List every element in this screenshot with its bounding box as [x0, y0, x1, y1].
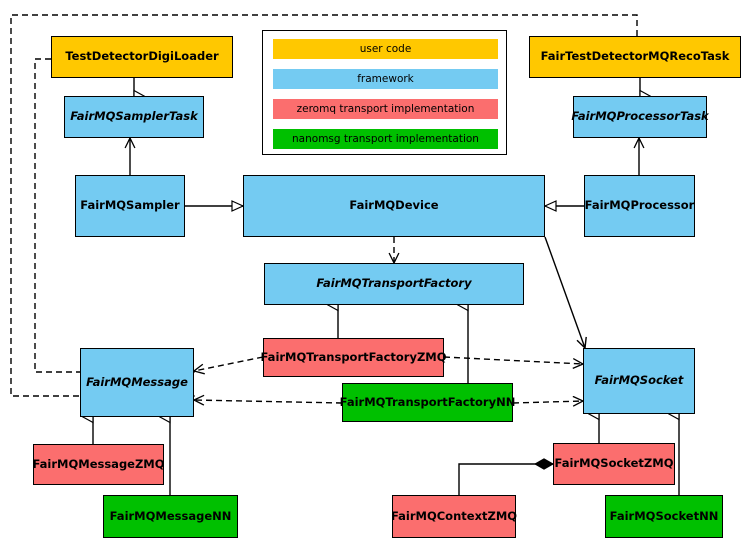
legend-swatch-user-code [273, 39, 498, 59]
class-label: FairMQTransportFactoryZMQ [260, 349, 447, 364]
legend: user code framework zeromq transport imp… [262, 30, 507, 155]
class-label: FairMQSampler [80, 198, 180, 213]
class-label: FairMQTransportFactoryNN [339, 394, 516, 409]
class-node-fairmqprocessor[interactable]: FairMQProcessor [584, 175, 695, 237]
class-label: FairMQMessageZMQ [32, 456, 165, 471]
class-node-fairmqsocketnn[interactable]: FairMQSocketNN [605, 495, 723, 538]
class-label: FairTestDetectorMQRecoTask [540, 49, 730, 64]
class-label: FairMQSocket [594, 373, 684, 388]
class-node-fairmqtransportfactorynn[interactable]: FairMQTransportFactoryNN [340, 383, 515, 422]
class-node-fairmqprocessortask[interactable]: FairMQProcessorTask [571, 96, 709, 138]
class-node-testdetectordigiloader[interactable]: TestDetectorDigiLoader [51, 36, 233, 78]
class-label: FairMQContextZMQ [390, 508, 518, 523]
class-label: FairMQProcessorTask [571, 109, 709, 124]
legend-swatch-nanomsg [273, 129, 498, 149]
class-node-fairmqsamplertask[interactable]: FairMQSamplerTask [64, 96, 204, 138]
legend-item-framework: framework [273, 69, 498, 89]
class-label: FairMQTransportFactory [316, 276, 472, 291]
class-node-fairmqsocketzmq[interactable]: FairMQSocketZMQ [553, 443, 675, 485]
legend-swatch-framework [273, 69, 498, 89]
class-node-fairmqsampler[interactable]: FairMQSampler [75, 175, 185, 237]
class-label: TestDetectorDigiLoader [65, 49, 219, 64]
class-node-fairmqmessagezmq[interactable]: FairMQMessageZMQ [32, 444, 165, 485]
legend-item-nanomsg: nanomsg transport implementation [273, 129, 498, 149]
class-label: FairMQMessageNN [109, 508, 232, 523]
class-label: FairMQProcessor [584, 198, 695, 213]
class-label: FairMQDevice [349, 198, 439, 213]
class-node-fairmqtransportfactory[interactable]: FairMQTransportFactory [264, 263, 524, 305]
class-node-fairmqmessage[interactable]: FairMQMessage [80, 348, 194, 417]
class-label: FairMQSocketZMQ [554, 456, 674, 471]
class-node-fairmqcontextzmq[interactable]: FairMQContextZMQ [391, 495, 517, 538]
legend-item-user-code: user code [273, 39, 498, 59]
legend-label-nanomsg: nanomsg transport implementation [292, 133, 479, 145]
legend-swatch-zeromq [273, 99, 498, 119]
legend-label-user-code: user code [359, 43, 412, 55]
legend-item-zeromq: zeromq transport implementation [273, 99, 498, 119]
class-node-fairmqsocket[interactable]: FairMQSocket [583, 348, 695, 414]
class-node-fairmqtransportfactoryzmq[interactable]: FairMQTransportFactoryZMQ [261, 338, 447, 377]
class-label: FairMQSocketNN [609, 508, 719, 523]
legend-label-framework: framework [357, 73, 414, 85]
class-node-fairmqmessagenn[interactable]: FairMQMessageNN [103, 495, 238, 538]
class-label: FairMQMessage [86, 374, 188, 389]
class-label: FairMQSamplerTask [70, 109, 198, 124]
class-node-fairmqdevice[interactable]: FairMQDevice [243, 175, 545, 237]
legend-label-zeromq: zeromq transport implementation [296, 103, 475, 115]
class-node-fairtestdetectormqrecotask[interactable]: FairTestDetectorMQRecoTask [529, 36, 741, 78]
